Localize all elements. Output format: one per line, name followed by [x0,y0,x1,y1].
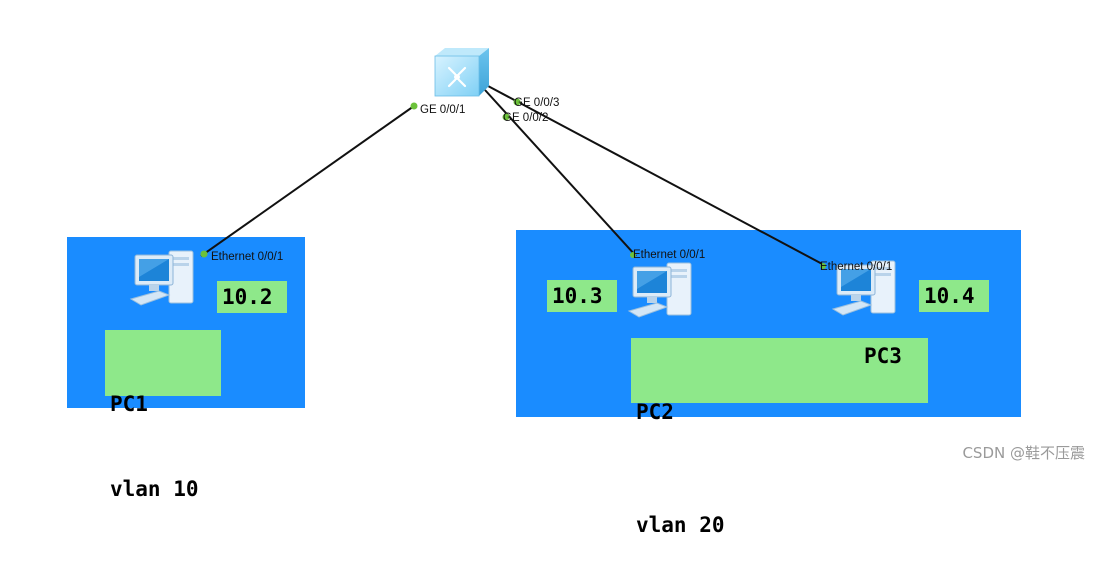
pc1-ip-label: 10.2 [217,281,287,313]
watermark: CSDN @鞋不压震 [962,444,1085,462]
pc2-icon[interactable] [627,259,699,323]
pc2-ip-label: 10.3 [547,280,617,312]
port-label-ge001: GE 0/0/1 [420,104,466,116]
port-dot-pc1 [200,250,208,258]
port-label-pc1-eth: Ethernet 0/0/1 [211,251,284,263]
pc1-info-box: PC1 vlan 10 [105,330,221,501]
links-layer [200,85,827,269]
switch-icon[interactable] [431,46,491,98]
link-switch-pc2 [484,89,637,257]
pc3-name-label: PC3 [864,344,902,368]
port-dot-pc3 [820,263,826,269]
pc2-name-label: PC2 [636,400,674,424]
port-dot-ge003 [513,98,521,106]
pc2-pc3-info-box: PC2 PC3 vlan 20 [631,338,928,537]
pc1-icon[interactable] [129,247,201,311]
port-label-ge002: GE 0/0/2 [503,112,549,124]
pc1-vlan-label: vlan 10 [110,477,199,501]
port-dot-ge001 [410,102,418,110]
link-switch-pc1 [200,105,415,257]
link-switch-pc3 [487,85,827,267]
port-dot-pc2 [630,252,636,258]
vlan20-label: vlan 20 [636,513,725,537]
port-dot-ge002 [502,113,510,121]
pc3-ip-label: 10.4 [919,280,989,312]
port-label-pc2-eth: Ethernet 0/0/1 [633,249,706,261]
port-label-ge003: GE 0/0/3 [514,97,560,109]
port-label-pc3-eth: Ethernet 0/0/1 [820,261,893,273]
pc3-icon[interactable] [831,257,903,321]
pc1-name-label: PC1 [110,392,148,416]
